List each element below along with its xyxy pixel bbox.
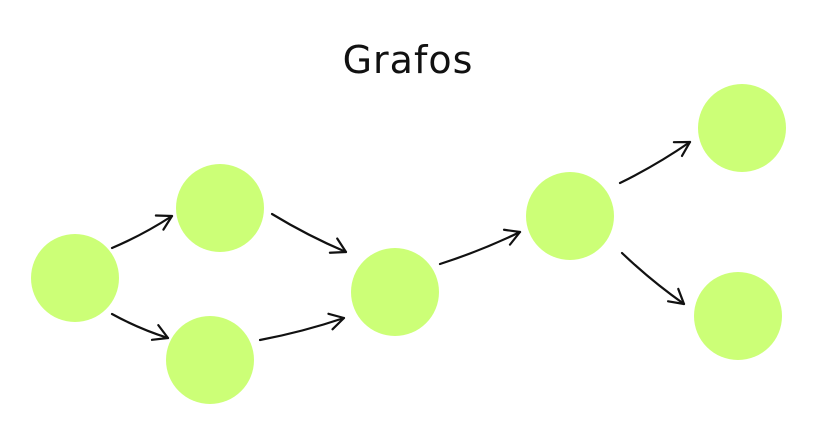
edge-arrow-n4-n5 — [438, 228, 522, 266]
arrowhead-icon — [672, 140, 692, 158]
edge-line — [110, 214, 174, 250]
graph-node-n7 — [694, 272, 782, 360]
edge-arrow-n5-n6 — [618, 140, 692, 185]
arrowhead-icon — [328, 237, 348, 254]
edge-arrow-n5-n7 — [620, 251, 686, 306]
arrowhead-icon — [154, 214, 174, 231]
graph-node-n2 — [176, 164, 264, 252]
arrowhead-icon — [502, 228, 522, 246]
edge-line — [620, 251, 686, 306]
nodes-layer — [31, 84, 786, 404]
edge-arrow-n1-n2 — [110, 214, 174, 250]
edge-arrow-n1-n3 — [110, 312, 170, 341]
edge-line — [618, 140, 692, 185]
edges-layer — [110, 140, 692, 342]
edge-line — [110, 312, 170, 340]
edge-line — [258, 316, 346, 342]
arrowhead-icon — [150, 324, 170, 341]
arrowhead-icon — [667, 287, 686, 306]
edge-line — [438, 230, 522, 266]
graph-node-n6 — [698, 84, 786, 172]
edge-line — [270, 212, 348, 254]
diagram-title: Grafos — [342, 38, 474, 82]
edge-arrow-n2-n4 — [270, 212, 348, 254]
graph-node-n3 — [166, 316, 254, 404]
edge-arrow-n3-n4 — [258, 312, 346, 342]
graph-node-n5 — [526, 172, 614, 260]
graph-node-n4 — [351, 248, 439, 336]
graph-node-n1 — [31, 234, 119, 322]
arrowhead-icon — [327, 312, 346, 331]
